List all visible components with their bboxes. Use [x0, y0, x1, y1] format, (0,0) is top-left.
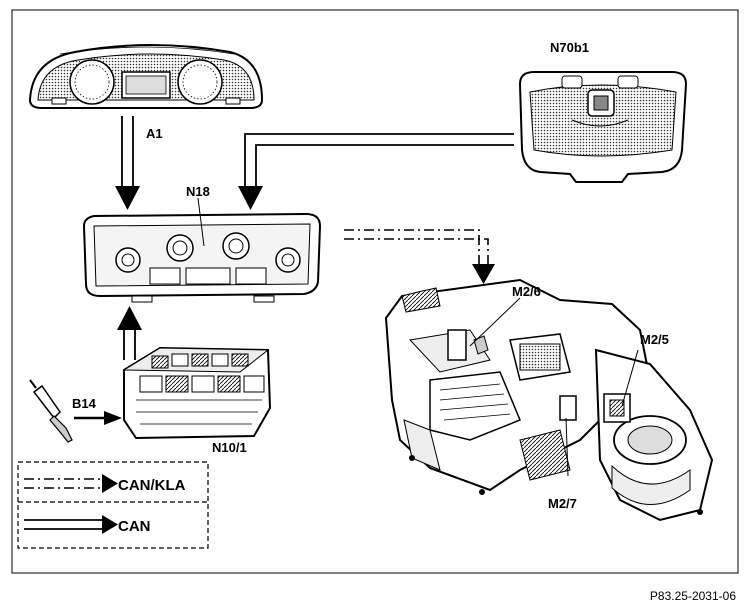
legend-can-kla-label: CAN/KLA: [118, 477, 186, 494]
label-n18: N18: [186, 184, 210, 199]
legend: CAN/KLA CAN: [17, 461, 209, 549]
leader-m2-5: [621, 349, 639, 407]
relay-module-n10-1: [122, 346, 272, 440]
can-arrow-n10-1-to-n18: [117, 306, 142, 360]
leader-m2-6: [469, 297, 521, 347]
can-kla-arrow-n18-to-hvac: [344, 229, 495, 284]
legend-frame: [17, 461, 209, 549]
label-n10-1: N10/1: [212, 440, 247, 455]
label-m2-6: M2/6: [512, 284, 541, 299]
label-a1: A1: [146, 126, 163, 141]
signal-arrow-b14-to-n10-1: [74, 411, 122, 425]
diagram-frame: [11, 9, 739, 574]
label-m2-7: M2/7: [548, 496, 577, 511]
legend-can-key: [24, 515, 118, 534]
overhead-control-panel-n70b1: [518, 71, 688, 183]
label-b14: B14: [72, 396, 97, 411]
label-n70b1: N70b1: [550, 40, 589, 55]
instrument-cluster-a1: [28, 44, 264, 109]
reference-number: P83.25-2031-06: [650, 589, 736, 603]
can-arrow-a1-to-n18: [115, 116, 140, 210]
hvac-housing-assembly: [384, 278, 714, 522]
temperature-sensor-b14: [29, 379, 73, 443]
legend-can-label: CAN: [118, 518, 151, 535]
label-m2-5: M2/5: [640, 332, 669, 347]
leader-n18: [197, 197, 205, 247]
climate-control-unit-n18: [82, 212, 322, 303]
leader-m2-7: [565, 417, 569, 477]
legend-can-kla-key: [24, 474, 118, 493]
can-arrow-n70b1-to-n18: [238, 133, 514, 210]
